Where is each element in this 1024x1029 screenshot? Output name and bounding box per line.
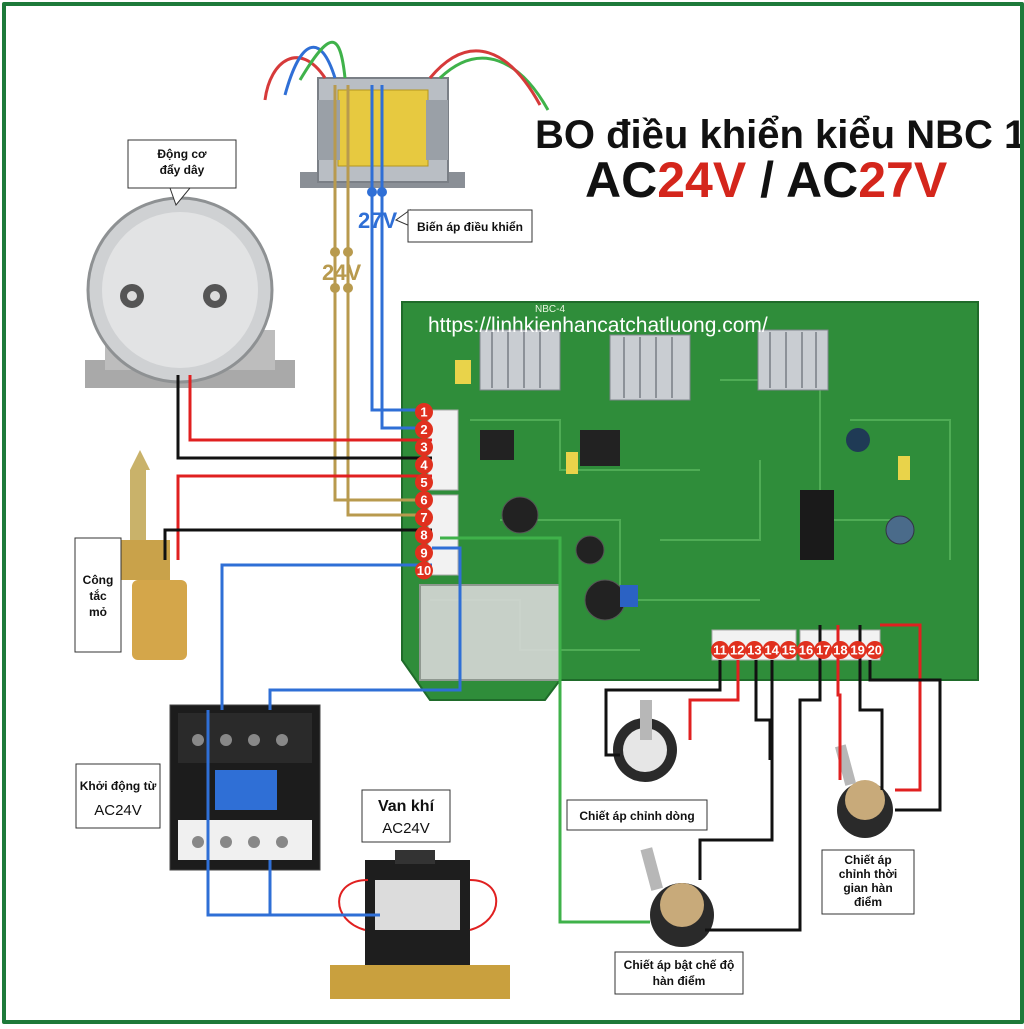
- torch-switch: [120, 450, 187, 660]
- voltage-value-2: 27V: [858, 152, 948, 208]
- voltage-prefix-1: AC: [585, 152, 657, 208]
- control-transformer: [263, 40, 550, 188]
- left-pin-number: 2: [420, 422, 427, 437]
- label-motor: Động cơ đẩy dây: [127, 139, 237, 207]
- left-pin-marker: [415, 543, 433, 562]
- label-torch-switch: Công tắc mỏ: [74, 537, 122, 653]
- bottom-pin-marker: [745, 641, 764, 659]
- left-pin-number: 5: [420, 475, 427, 490]
- left-pin-marker: [415, 491, 433, 509]
- left-pin-number: 4: [420, 457, 428, 472]
- bottom-pin-marker: [831, 641, 850, 659]
- left-pin-marker: [415, 438, 433, 457]
- contactor-label-line1: Khởi động từ: [80, 779, 157, 793]
- left-pin-number: 8: [420, 528, 427, 543]
- bottom-pin-number: 18: [833, 643, 847, 658]
- pot-current-label: Chiết áp chỉnh dòng: [579, 809, 694, 823]
- bottom-pin-marker: [865, 641, 884, 659]
- left-connector-pins: 1 2 3 4 5 6 7 8 9 10: [415, 403, 433, 580]
- air-valve: [330, 850, 510, 999]
- left-pin-marker: [415, 561, 433, 580]
- voltage-24v-label: 24V: [322, 260, 361, 285]
- bottom-pin-marker: [728, 641, 747, 659]
- pot-time-label-line3: gian hàn: [843, 881, 892, 895]
- left-pin-number: 3: [420, 440, 427, 455]
- bottom-pin-number: 16: [799, 643, 813, 658]
- label-pot-time: Chiết áp chỉnh thời gian hàn điểm: [821, 849, 915, 915]
- motor-label-line2: đẩy dây: [160, 163, 205, 177]
- wires: [163, 85, 942, 932]
- switch-label-line2: tắc: [89, 588, 107, 603]
- switch-label-line3: mỏ: [89, 605, 107, 619]
- bottom-pin-number: 15: [782, 643, 796, 658]
- pot-spot-label-line1: Chiết áp bật chế độ: [624, 958, 735, 972]
- board-model-label: NBC-4: [535, 304, 565, 315]
- left-pin-marker: [415, 403, 433, 421]
- bottom-pin-marker: [711, 641, 729, 659]
- bottom-pin-number: 17: [816, 643, 830, 658]
- left-pin-marker: [415, 455, 433, 474]
- header-title: BO điều khiển kiểu NBC 1: [535, 113, 1024, 157]
- left-pin-marker: [415, 508, 433, 527]
- bottom-pin-number: 13: [747, 643, 761, 658]
- bottom-pin-marker: [797, 641, 815, 659]
- bottom-pin-number: 14: [764, 643, 779, 658]
- bottom-pin-number: 20: [868, 643, 882, 658]
- left-pin-number: 9: [420, 545, 427, 560]
- pot-time-label-line1: Chiết áp: [844, 853, 891, 867]
- left-pin-number: 10: [417, 563, 431, 578]
- label-contactor: Khởi động từ AC24V: [75, 763, 161, 829]
- pot-time-label-line2: chỉnh thời: [839, 867, 898, 881]
- bottom-pin-number: 12: [730, 643, 744, 658]
- left-pin-marker: [415, 473, 433, 492]
- contactor-label-line2: AC24V: [94, 802, 142, 819]
- left-pin-number: 7: [420, 510, 427, 525]
- label-transformer: Biến áp điều khiển: [394, 209, 533, 243]
- bottom-pin-marker: [779, 641, 798, 659]
- label-pot-current: Chiết áp chỉnh dòng: [566, 799, 708, 831]
- bottom-pin-marker: [814, 641, 833, 659]
- valve-label-line1: Van khí: [378, 798, 435, 815]
- voltage-value-1: 24V: [657, 152, 747, 208]
- pot-time-label-line4: điểm: [854, 895, 882, 909]
- left-pin-number: 1: [420, 405, 427, 420]
- valve-label-line2: AC24V: [382, 820, 430, 837]
- label-valve: Van khí AC24V: [361, 789, 451, 843]
- junction-dots: [330, 187, 387, 293]
- bottom-pin-number: 11: [713, 643, 727, 658]
- contactor: [169, 704, 321, 871]
- bottom-pin-marker: [848, 641, 867, 659]
- control-board: NBC-4: [401, 301, 979, 701]
- bottom-pin-number: 19: [850, 643, 864, 658]
- left-pin-marker: [415, 526, 433, 545]
- voltage-separator: /: [746, 152, 786, 208]
- transformer-label: Biến áp điều khiển: [417, 220, 523, 234]
- bottom-pin-marker: [762, 641, 781, 659]
- label-pot-spot: Chiết áp bật chế độ hàn điểm: [614, 951, 744, 995]
- left-pin-number: 6: [420, 493, 427, 508]
- left-pin-marker: [415, 420, 433, 439]
- motor-label-line1: Động cơ: [157, 147, 207, 161]
- pot-spot-mode: [640, 847, 714, 947]
- voltage-27v-label: 27V: [358, 208, 397, 233]
- pot-spot-time: [835, 744, 893, 838]
- header-voltage: AC24V / AC27V: [585, 152, 948, 208]
- voltage-prefix-2: AC: [786, 152, 858, 208]
- pot-current: [613, 700, 677, 782]
- wire-feed-motor: [85, 196, 295, 388]
- pot-spot-label-line2: hàn điểm: [653, 974, 706, 988]
- watermark-url: https://linhkienhancatchatluong.com/: [428, 314, 768, 337]
- switch-label-line1: Công: [83, 573, 114, 587]
